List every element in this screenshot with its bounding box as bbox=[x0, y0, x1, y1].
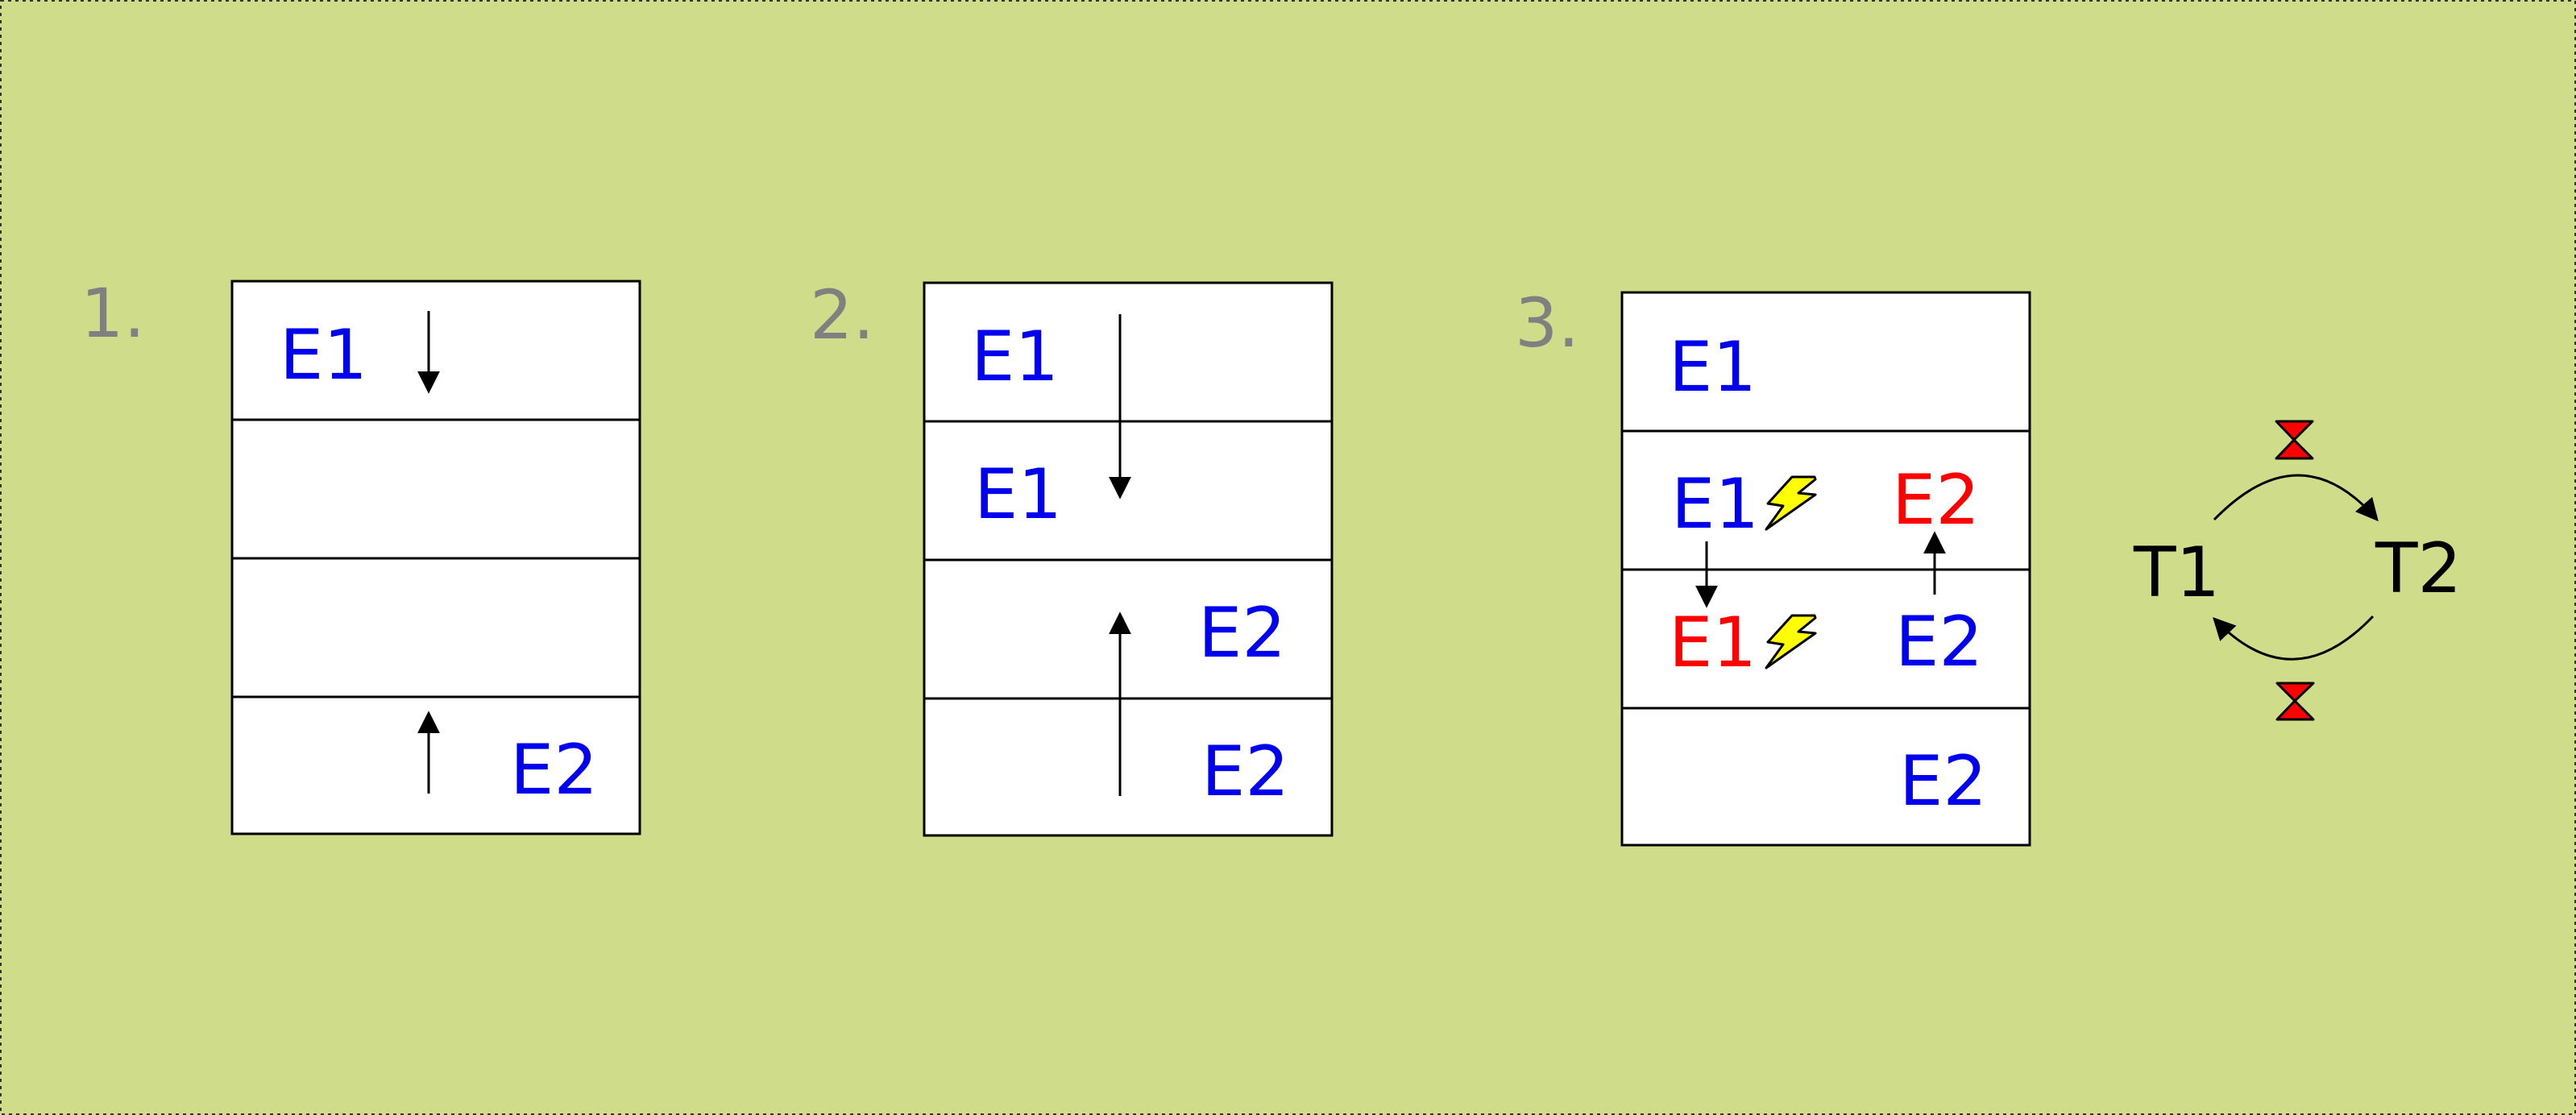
panel-3-row-1-e1: E1 bbox=[1669, 327, 1757, 408]
panel-1-e1: E1 bbox=[280, 315, 367, 396]
hourglass-icon-bottom-upper bbox=[2275, 682, 2315, 703]
cycle-arrow-t1-to-t2 bbox=[2213, 474, 2379, 522]
cycle-arrow-t2-to-t1 bbox=[2213, 615, 2375, 661]
hourglass-icon-bottom-lower bbox=[2275, 699, 2315, 721]
panel-3-row-2-e2: E2 bbox=[1892, 460, 1980, 541]
step-2-label: 2. bbox=[810, 276, 874, 354]
step-3-label: 3. bbox=[1515, 284, 1579, 363]
panel-2-e2-bottom: E2 bbox=[1201, 732, 1289, 812]
hourglass-icon-top-upper bbox=[2275, 420, 2314, 441]
conflict-bolt-icon-row-2 bbox=[1765, 475, 1817, 531]
panel-1: E1 E2 bbox=[230, 280, 641, 835]
step-1-label: 1. bbox=[81, 274, 145, 353]
panel-1-row-2 bbox=[230, 418, 641, 560]
cycle-t2: T2 bbox=[2375, 528, 2462, 609]
hourglass-icon-top-lower bbox=[2275, 438, 2314, 460]
panel-3-row-2-e1: E1 bbox=[1671, 464, 1759, 545]
panel-3-row-3-e2: E2 bbox=[1895, 602, 1983, 682]
panel-3-row-3 bbox=[1620, 568, 2031, 710]
cycle-t1: T1 bbox=[2133, 533, 2220, 613]
panel-1-row-3 bbox=[230, 557, 641, 698]
panel-2-e1-top: E1 bbox=[971, 317, 1059, 397]
panel-3-row-4 bbox=[1620, 707, 2031, 847]
panel-2-e1-second: E1 bbox=[974, 454, 1062, 535]
panel-2: E1 E1 E2 E2 bbox=[923, 281, 1334, 837]
panel-2-row-1 bbox=[923, 281, 1334, 423]
panel-3-row-4-e2: E2 bbox=[1899, 741, 1987, 822]
panel-3-row-3-e1: E1 bbox=[1669, 603, 1757, 683]
panel-3: E1 E1 E2 E1 E2 E2 bbox=[1620, 291, 2031, 847]
panel-1-e2: E2 bbox=[510, 730, 598, 810]
panel-2-e2-third: E2 bbox=[1198, 593, 1286, 674]
panel-1-row-1 bbox=[230, 280, 641, 421]
panel-2-row-4 bbox=[923, 697, 1334, 837]
panel-3-row-2 bbox=[1620, 429, 2031, 571]
conflict-bolt-icon-row-3 bbox=[1765, 614, 1817, 669]
deadlock-cycle: T1 T2 bbox=[2133, 420, 2462, 721]
